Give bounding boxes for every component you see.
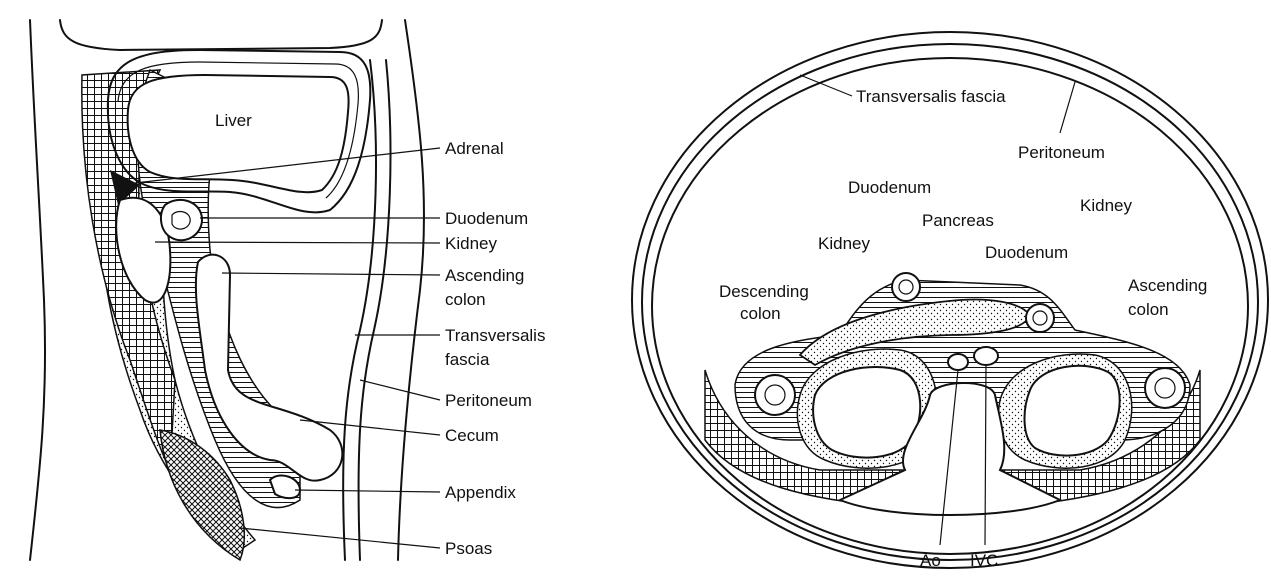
label-peritoneum: Peritoneum (445, 391, 532, 410)
leader-transversalis-axial (800, 75, 852, 96)
label-descending-colon-2: colon (740, 304, 781, 323)
liver (128, 75, 349, 192)
label-psoas: Psoas (445, 539, 492, 558)
label-cecum: Cecum (445, 426, 499, 445)
label-kidney-right: Kidney (1080, 196, 1132, 215)
axial-view: Transversalis fascia Peritoneum Duodenum… (632, 32, 1268, 570)
leader-ascending (222, 273, 440, 275)
label-ao: Ao (920, 551, 941, 570)
label-ivc: IVC (970, 551, 998, 570)
descending-colon-axial (755, 375, 795, 415)
label-liver: Liver (215, 111, 252, 130)
duodenum-sagittal (161, 200, 202, 240)
label-duodenum-right: Duodenum (985, 243, 1068, 262)
ivc-axial (974, 347, 998, 365)
ascending-colon-axial (1145, 368, 1185, 408)
label-adrenal: Adrenal (445, 139, 504, 158)
body-outline-back (398, 20, 424, 560)
label-appendix: Appendix (445, 483, 516, 502)
label-descending-colon-1: Descending (719, 282, 809, 301)
sagittal-view: Liver Adrenal Duodenum Kidney Ascending … (30, 20, 545, 560)
label-pancreas: Pancreas (922, 211, 994, 230)
kidney-left-axial (813, 367, 920, 458)
duodenum-right-axial (1026, 304, 1054, 332)
leader-psoas (240, 528, 440, 548)
label-duodenum: Duodenum (445, 209, 528, 228)
label-kidney-left: Kidney (818, 234, 870, 253)
label-ascending-colon-1: Ascending (445, 266, 524, 285)
label-kidney: Kidney (445, 234, 497, 253)
label-transversalis-2: fascia (445, 350, 490, 369)
label-transversalis-fascia: Transversalis fascia (856, 87, 1006, 106)
label-ascending-colon-2-axial: colon (1128, 300, 1169, 319)
aorta-axial (948, 354, 968, 370)
label-duodenum-top: Duodenum (848, 178, 931, 197)
body-outline-front (30, 20, 45, 560)
leader-peritoneum-axial (1060, 82, 1075, 133)
label-ascending-colon-2: colon (445, 290, 486, 309)
label-peritoneum-axial: Peritoneum (1018, 143, 1105, 162)
label-ascending-colon-1-axial: Ascending (1128, 276, 1207, 295)
duodenum-top-axial (892, 273, 920, 301)
leader-appendix (295, 490, 440, 492)
rib-curve (60, 20, 382, 50)
kidney-right-axial (1025, 366, 1120, 456)
label-transversalis-1: Transversalis (445, 326, 545, 345)
leader-peritoneum (360, 380, 440, 400)
